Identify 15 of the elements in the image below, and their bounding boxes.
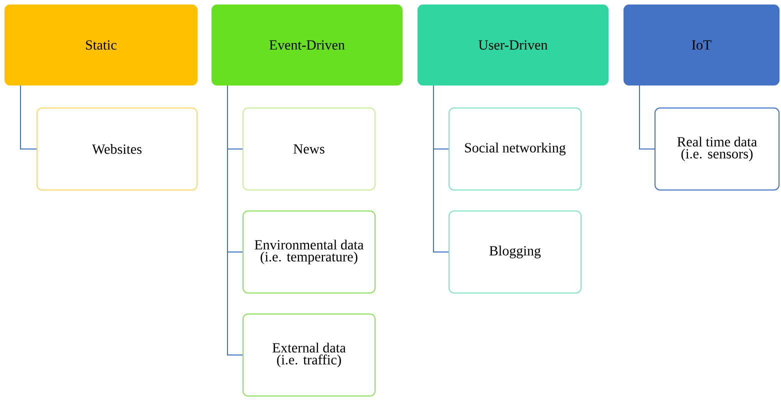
item-box: Websites — [36, 108, 198, 190]
connector-line — [20, 85, 37, 150]
item-box: External data (i.e. traffic) — [242, 314, 376, 396]
item-box: Environmental data (i.e. temperature) — [242, 210, 376, 294]
category-box: IoT — [624, 4, 780, 86]
category-box: User-Driven — [418, 4, 608, 86]
item-box: Social networking — [448, 108, 582, 190]
category-box: Event-Driven — [212, 4, 402, 86]
connector-line — [433, 85, 449, 252]
category-box: Static — [4, 4, 198, 86]
connector-line — [227, 85, 243, 356]
connector-line — [639, 85, 655, 150]
item-box: Real time data (i.e. sensors) — [654, 108, 780, 190]
item-box: Blogging — [448, 210, 582, 294]
item-box: News — [242, 108, 376, 190]
